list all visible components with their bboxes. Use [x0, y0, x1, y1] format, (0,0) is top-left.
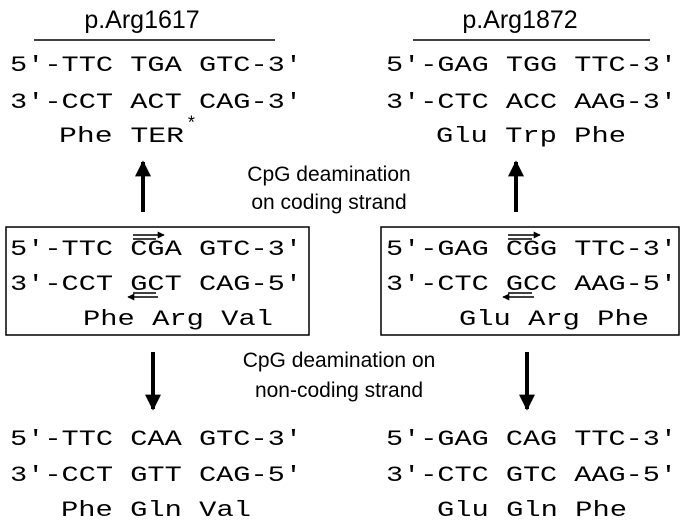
left-top-aa: Phe TER [59, 124, 184, 149]
noncoding-strand-label-line2: non-coding strand [255, 379, 423, 402]
right-top-aa: Glu Trp Phe [436, 124, 626, 149]
right-title: p.Arg1872 [462, 6, 577, 34]
right-box [380, 226, 680, 336]
right-bottom-strand-5: 5'-GAG CAG TTC-3' [386, 427, 677, 452]
right-box-strand-5: 5'-GAG CGG TTC-3' [386, 237, 677, 262]
left-box [5, 226, 310, 336]
left-bottom-aa: Phe Gln Val [61, 498, 251, 522]
noncoding-strand-label-line1: CpG deamination on [243, 349, 436, 372]
left-box-aa: Phe Arg Val [83, 307, 273, 332]
coding-strand-label-line2: on coding strand [251, 191, 406, 214]
coding-strand-label-line1: CpG deamination [247, 163, 410, 186]
left-top-strand-5: 5'-TTC TGA GTC-3' [10, 53, 302, 78]
left-box-strand-5: 5'-TTC CGA GTC-3' [10, 237, 302, 262]
left-top-aa-mark: * [186, 115, 197, 135]
right-top-strand-5: 5'-GAG TGG TTC-3' [386, 53, 677, 78]
right-box-aa: Glu Arg Phe [459, 307, 649, 332]
left-bottom-strand-5: 5'-TTC CAA GTC-3' [10, 427, 302, 452]
right-bottom-strand-3: 3'-CTC GTC AAG-5' [386, 463, 677, 488]
left-title: p.Arg1617 [84, 6, 199, 34]
left-top-strand-3: 3'-CCT ACT CAG-3' [10, 90, 302, 115]
left-bottom-strand-3: 3'-CCT GTT CAG-5' [10, 463, 302, 488]
right-top-strand-3: 3'-CTC ACC AAG-3' [386, 90, 677, 115]
right-bottom-aa: Glu Gln Phe [437, 498, 627, 522]
